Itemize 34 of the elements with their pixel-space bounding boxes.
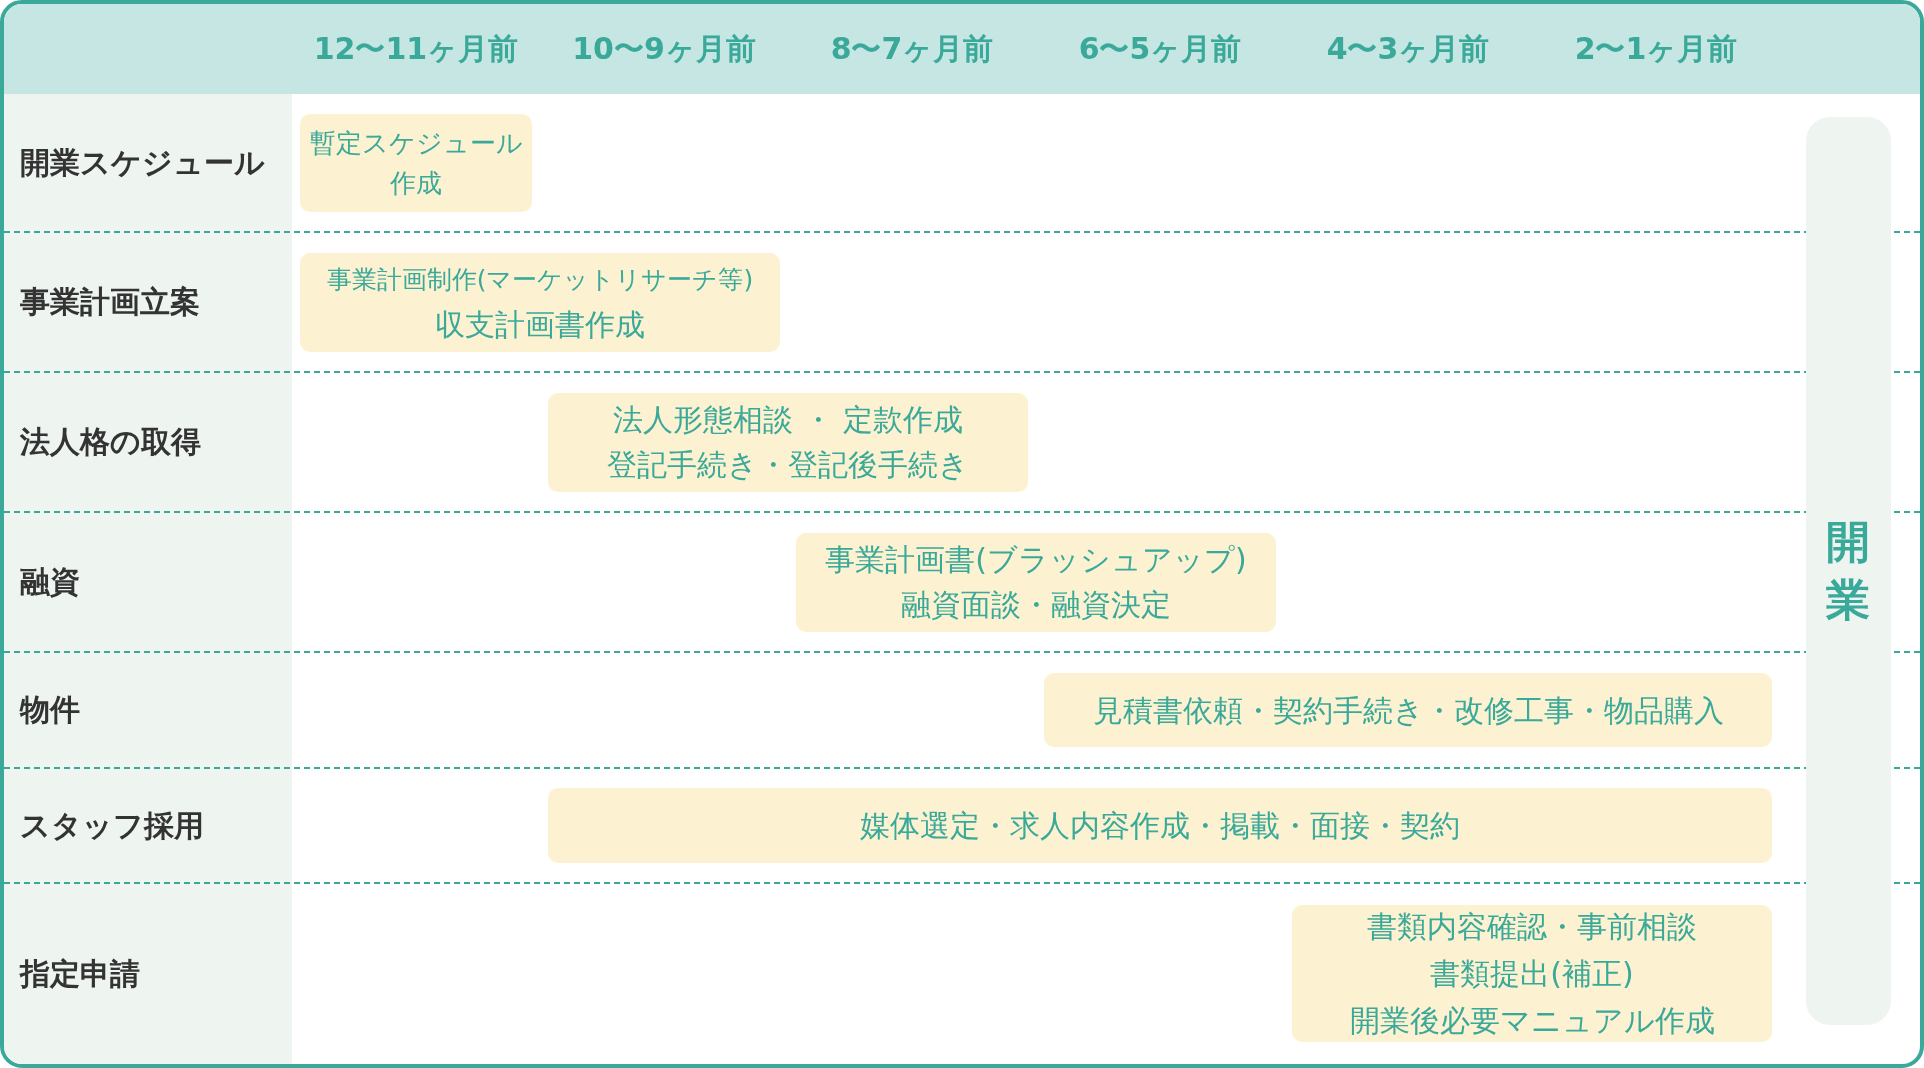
task-label: 書類内容確認・事前相談 [1367,908,1697,946]
task-label: 開業後必要マニュアル作成 [1349,1002,1715,1040]
task-label: 暫定スケジュール作成 [308,127,524,200]
task-bar [796,532,1276,632]
task-bar [300,114,532,212]
task-label: 媒体選定・求人内容作成・掲載・面接・契約 [860,807,1460,845]
task-bar [1292,905,1772,1042]
task-label: 書類提出(補正) [1430,955,1634,993]
task-bar [548,788,1772,863]
column-heading: 12〜11ヶ月前 [312,29,520,68]
task-label: 融資面談・融資決定 [901,586,1171,624]
row-heading: 法人格の取得 [20,423,201,461]
row-heading: 指定申請 [20,954,140,993]
row-heading: 事業計画立案 [20,283,200,321]
task-label: 見積書依頼・契約手続き・改修工事・物品購入 [1092,691,1724,730]
row-heading: スタッフ採用 [20,806,204,845]
column-heading: 8〜7ヶ月前 [829,29,995,68]
row-heading: 融資 [20,563,80,601]
task-label: 事業計画制作(マーケットリサーチ等) [326,264,754,296]
task-label: 事業計画書(ブラッシュアップ) [825,541,1247,579]
row-heading: 開業スケジュール [20,144,265,182]
column-heading: 2〜1ヶ月前 [1573,29,1739,68]
column-heading: 10〜9ヶ月前 [571,29,757,68]
task-label: 登記手続き・登記後手続き [607,446,969,484]
task-label: 収支計画書作成 [435,306,645,344]
task-label: 法人形態相談 ・ 定款作成 [613,401,963,439]
opening-bar [1806,117,1891,1025]
task-bar [548,392,1028,492]
column-heading: 6〜5ヶ月前 [1077,29,1243,68]
task-bar [300,252,780,352]
column-heading: 4〜3ヶ月前 [1325,29,1491,68]
row-heading: 物件 [20,691,80,729]
opening-label: 開業 [1825,515,1872,627]
task-bar [1044,673,1772,747]
